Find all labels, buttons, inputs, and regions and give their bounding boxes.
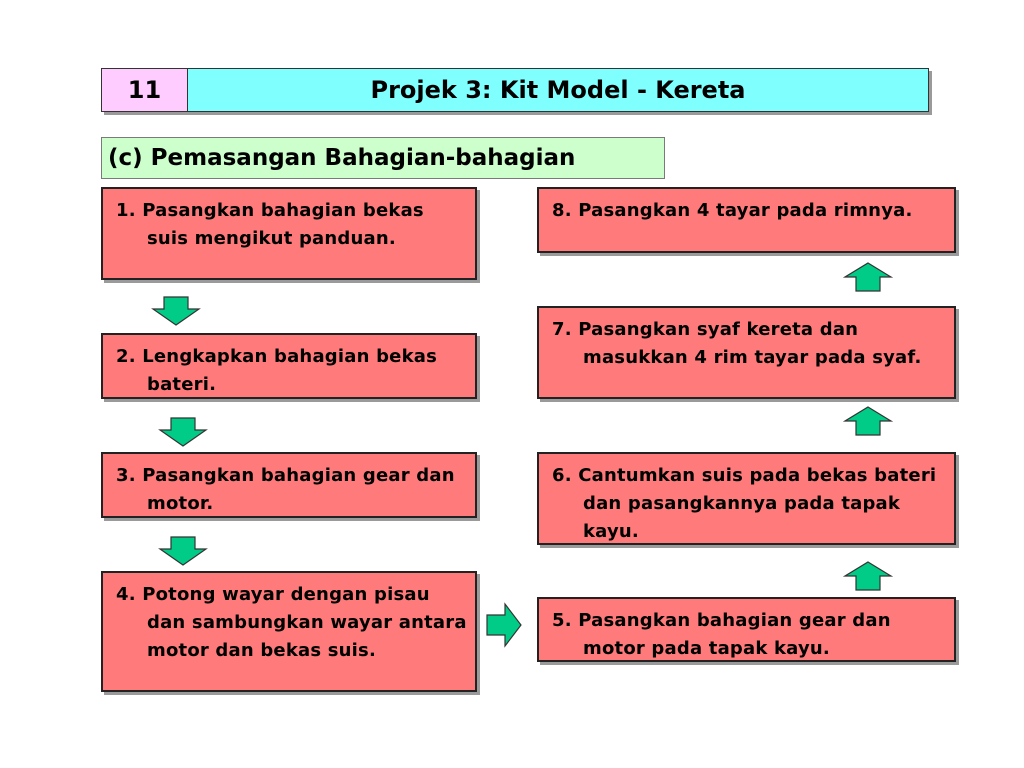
arrow-down-icon [158,536,208,566]
arrow-up-icon [843,262,893,292]
step-8-box: 8. Pasangkan 4 tayar pada rimnya. [537,187,956,253]
arrow-right-icon [486,602,522,648]
step-7-box: 7. Pasangkan syaf kereta dan masukkan 4 … [537,306,956,399]
step-2-text: 2. Lengkapkan bahagian bekas bateri. [116,346,438,395]
arrow-down-icon [151,296,201,326]
step-6-text: 6. Cantumkan suis pada bekas bateri dan … [552,465,937,542]
step-3-box: 3. Pasangkan bahagian gear dan motor. [101,452,477,518]
step-1-text: 1. Pasangkan bahagian bekas suis mengiku… [116,200,424,249]
step-4-box: 4. Potong wayar dengan pisau dan sambung… [101,571,477,692]
step-6-box: 6. Cantumkan suis pada bekas bateri dan … [537,452,956,545]
slide-number: 11 [102,69,188,111]
step-7-text: 7. Pasangkan syaf kereta dan masukkan 4 … [552,319,922,368]
arrow-down-icon [158,417,208,447]
step-2-box: 2. Lengkapkan bahagian bekas bateri. [101,333,477,399]
step-4-text: 4. Potong wayar dengan pisau dan sambung… [116,584,467,661]
arrow-up-icon [843,406,893,436]
step-5-box: 5. Pasangkan bahagian gear dan motor pad… [537,597,956,662]
step-3-text: 3. Pasangkan bahagian gear dan motor. [116,465,455,514]
page-title: Projek 3: Kit Model - Kereta [370,76,746,104]
title-bar: 11 Projek 3: Kit Model - Kereta [101,68,929,112]
arrow-up-icon [843,561,893,591]
section-heading: (c) Pemasangan Bahagian-bahagian [101,137,665,179]
step-8-text: 8. Pasangkan 4 tayar pada rimnya. [552,200,913,221]
step-1-box: 1. Pasangkan bahagian bekas suis mengiku… [101,187,477,280]
step-5-text: 5. Pasangkan bahagian gear dan motor pad… [552,610,891,659]
